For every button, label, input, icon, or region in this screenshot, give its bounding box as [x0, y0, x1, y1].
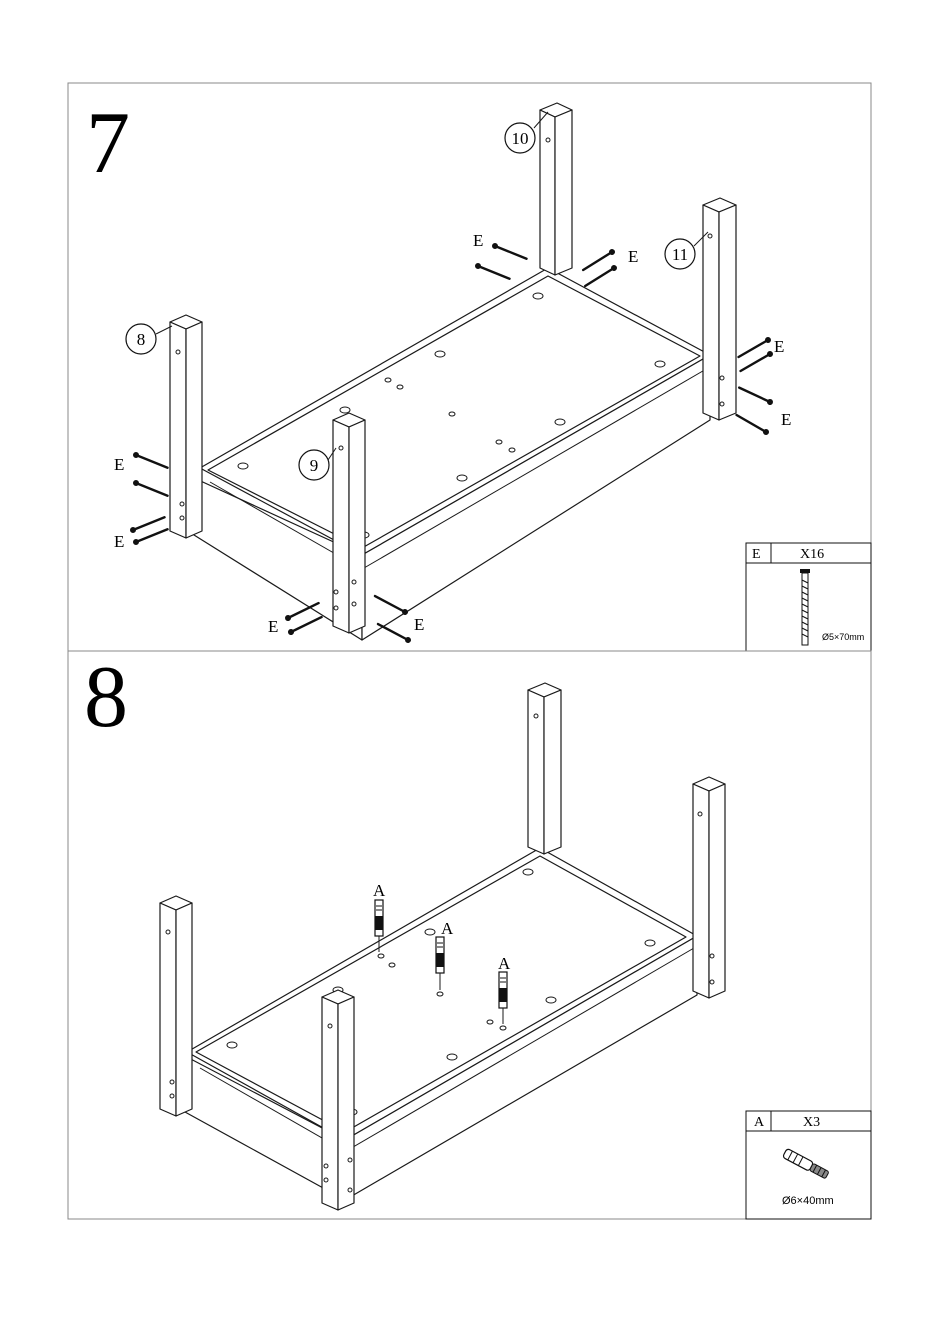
hardware-e-letter: E: [752, 547, 761, 562]
callout-8: 8: [126, 324, 172, 354]
screw-e-label: E: [114, 532, 124, 551]
screw-e-label: E: [781, 410, 791, 429]
dowel-a-label: A: [441, 919, 454, 938]
leg-9: [333, 413, 365, 633]
screw-e-label: E: [473, 231, 483, 250]
screw-e-label: E: [268, 617, 278, 636]
step-7-panel: 7: [68, 83, 871, 651]
step-8-panel: 8: [68, 649, 871, 1219]
leg-10: [540, 103, 572, 275]
leg-right-8: [693, 777, 725, 998]
step-7-number: 7: [86, 95, 130, 192]
long-bolt-icon: [800, 569, 810, 645]
leg-left-8: [160, 896, 192, 1116]
hardware-e-size: Ø5×70mm: [822, 632, 864, 642]
callout-10-label: 10: [512, 129, 529, 148]
callout-8-label: 8: [137, 330, 146, 349]
callout-9-label: 9: [310, 456, 319, 475]
screw-e-label: E: [114, 455, 124, 474]
callout-11: 11: [665, 232, 708, 269]
screw-e-label: E: [628, 247, 638, 266]
leg-back-8: [528, 683, 561, 854]
screw-e-label: E: [774, 337, 784, 356]
dowel-a-label: A: [373, 881, 386, 900]
hardware-box-a: A X3 Ø6×40mm: [746, 1111, 871, 1219]
table-frame-7: [194, 268, 710, 640]
hardware-a-size: Ø6×40mm: [782, 1195, 834, 1207]
step-8-number: 8: [84, 649, 128, 746]
table-frame-8: [185, 848, 697, 1200]
hardware-e-qty: X16: [800, 547, 824, 562]
leg-front-8: [322, 990, 354, 1210]
leg-11: [703, 198, 736, 420]
dowel-a-label: A: [498, 954, 511, 973]
leg-8: [170, 315, 202, 538]
hardware-a-letter: A: [754, 1115, 765, 1130]
hardware-a-qty: X3: [803, 1115, 820, 1130]
hardware-box-e: E X16 Ø5×70mm: [746, 543, 871, 651]
screw-e-label: E: [414, 615, 424, 634]
callout-11-label: 11: [672, 245, 688, 264]
